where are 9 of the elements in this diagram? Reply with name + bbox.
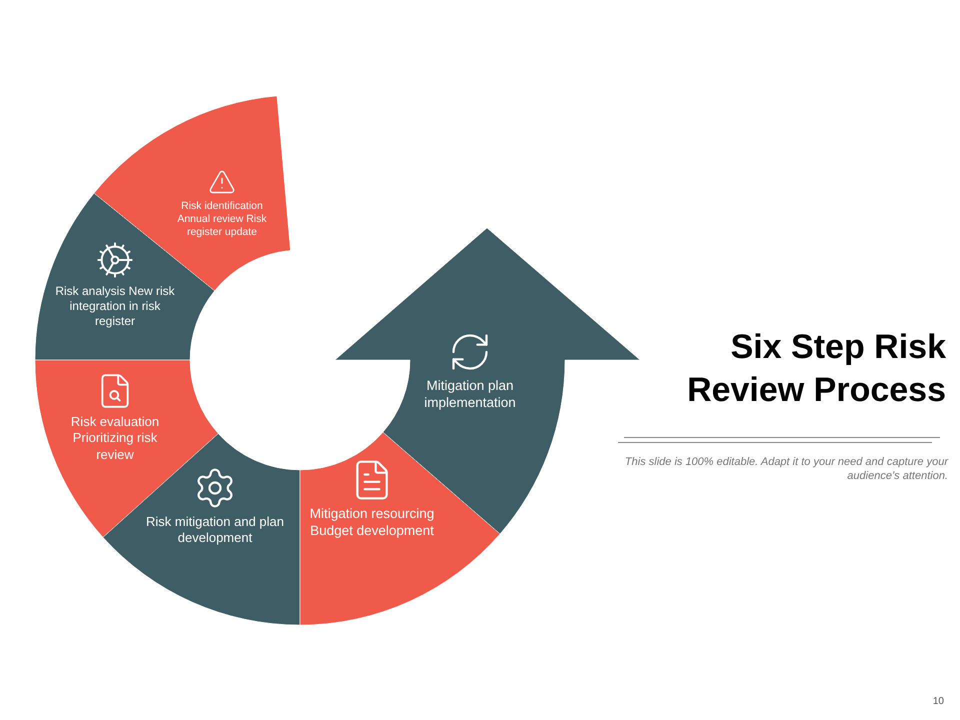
title: Six Step Risk Review Process (686, 327, 946, 410)
step-label: Risk evaluation Prioritizing risk review (70, 414, 160, 463)
description-text: This slide is 100% editable. Adapt it to your need and capture your audience’s attention. (624, 456, 948, 484)
step-label: Risk analysis New risk integration in risk register (54, 284, 176, 329)
step-label: Mitigation resourcing Budget development (308, 506, 436, 540)
step-label: Mitigation plan implementation (423, 378, 517, 412)
step-label: Risk mitigation and plan development (145, 514, 285, 546)
step-label: Risk identification Annual review Risk register update (176, 200, 268, 240)
page-number: 10 (932, 695, 944, 709)
